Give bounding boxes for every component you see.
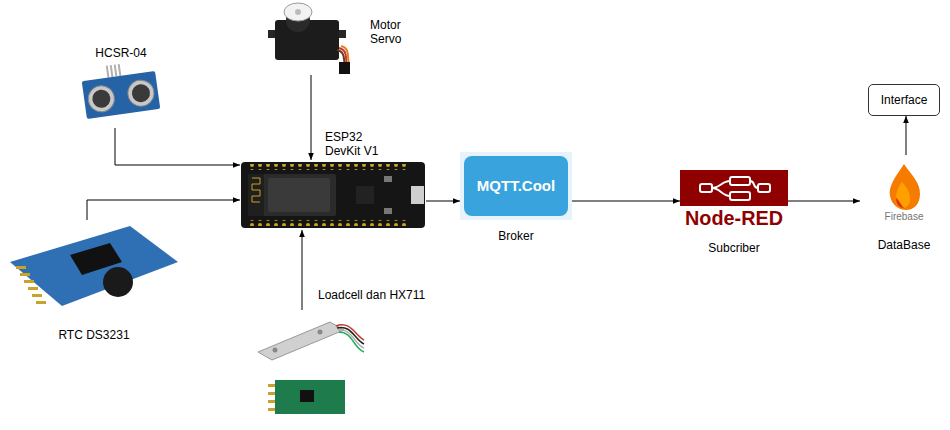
component-label: HCSR-04: [95, 46, 146, 60]
ultrasonic-sensor: [78, 59, 164, 128]
subscriber-node: Node-REDSubcriber: [680, 170, 788, 232]
connector-arrow: [788, 201, 860, 202]
esp32-board: [241, 162, 425, 228]
connector-arrow: [426, 201, 460, 202]
firebase-logo-art: [860, 155, 948, 245]
rtc-module: [0, 220, 188, 310]
board-node: ESP32 DevKit V1: [240, 160, 426, 230]
servo-node: Motor Servo: [265, 2, 351, 75]
connector-arrow: [302, 230, 303, 310]
logo-text: MQTT.Cool: [477, 177, 555, 195]
sensor-node: HCSR-04: [78, 62, 164, 128]
database-node: FirebaseDataBase: [860, 155, 948, 227]
logo-text: Firebase: [885, 211, 924, 223]
component-label: Subcriber: [708, 241, 759, 255]
loadcell-node: Loadcell dan HX711: [248, 310, 370, 428]
connector-arrow: [906, 116, 907, 155]
logo-text: Node-RED: [685, 207, 783, 231]
loadcell-module: [258, 322, 364, 414]
interface-box: Interface: [868, 84, 940, 116]
logo-text: Interface: [881, 93, 928, 107]
nodered-logo-art: [680, 170, 788, 232]
servo-motor: [268, 3, 350, 74]
broker-logo-art: [460, 152, 572, 220]
component-label: Broker: [498, 229, 533, 243]
component-label: ESP32 DevKit V1: [325, 130, 385, 159]
component-label: DataBase: [878, 238, 931, 252]
component-label: Motor Servo: [370, 18, 412, 47]
component-label: Loadcell dan HX711: [318, 288, 425, 302]
connector-arrow: [115, 128, 240, 165]
connector-arrow: [572, 201, 680, 202]
connector-arrow: [311, 75, 312, 160]
component-label: RTC DS3231: [58, 328, 129, 342]
rtc-node: RTC DS3231: [0, 220, 188, 310]
connector-arrow: [87, 200, 240, 220]
broker-node: MQTT.CoolBroker: [460, 152, 572, 220]
